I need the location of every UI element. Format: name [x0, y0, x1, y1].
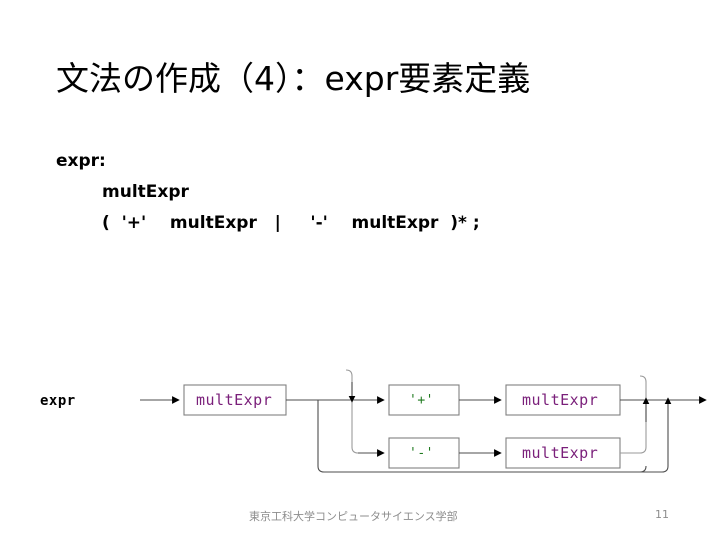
box-multexpr-2-label: multExpr [522, 391, 598, 409]
grammar-line-2: ( '+' multExpr | '-' multExpr )* ; [102, 213, 480, 233]
grammar-text-block: expr: multExpr ( '+' multExpr | '-' mult… [56, 146, 676, 239]
page-title: 文法の作成（4）：expr要素定義 [56, 59, 531, 98]
outer-loop-back-track [317, 400, 640, 473]
outer-loop-corner [639, 465, 647, 473]
box-token-minus-label: '-' [409, 446, 434, 461]
footer-page-number: 11 [655, 508, 669, 521]
box-multexpr-2 [505, 384, 621, 416]
outer-loop-join [640, 465, 669, 473]
box-multexpr-3 [505, 437, 621, 469]
merge-bottom-curve [620, 375, 647, 454]
branch-top-curve [345, 369, 353, 377]
box-token-plus-label: '+' [409, 393, 434, 408]
box-token-minus [388, 437, 460, 469]
box-multexpr-1-label: multExpr [196, 391, 272, 409]
railroad-svg: expr multExpr '+' multExpr '-' multExpr [40, 369, 707, 473]
branch-bottom-curve [351, 446, 359, 454]
box-multexpr-3-label: multExpr [522, 444, 598, 462]
grammar-line-1: multExpr [102, 182, 189, 202]
railroad-diagram: expr multExpr '+' multExpr '-' multExpr [0, 352, 720, 492]
footer-organization: 東京工科大学コンピュータサイエンス学部 [249, 510, 458, 523]
grammar-rule-name: expr: [56, 151, 106, 171]
diagram-rule-label: expr [40, 393, 76, 409]
